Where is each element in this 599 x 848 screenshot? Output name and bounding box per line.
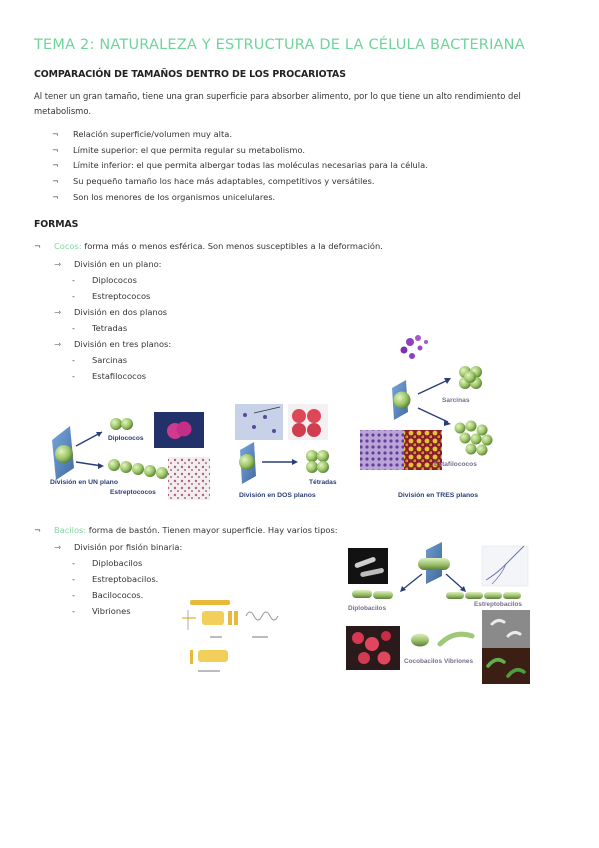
estafilococos-photo-1 [360, 430, 404, 470]
tres-planos-caption: División en TRES planos [398, 492, 478, 499]
cocos-division-figure: Diplococos Estreptococos División en UN … [50, 335, 493, 500]
estreptococos-photo [168, 457, 210, 500]
estafilococos-photo-2 [404, 430, 442, 470]
coccus-cell [393, 391, 411, 409]
list-item: ¬Su pequeño tamaño los hace más adaptabl… [52, 176, 375, 187]
cocos-group-2: ⇾División en dos planos [54, 307, 168, 317]
bacilos-term: Bacilos: [54, 525, 87, 535]
vibriones-photo-1 [482, 610, 530, 648]
panel-un-plano: Diplococos Estreptococos División en UN … [50, 412, 210, 500]
panel-dos-planos: Tétradas División en DOS planos [235, 404, 337, 499]
cocos-line: ¬Cocos: forma más o menos esférica. Son … [34, 241, 383, 251]
cocos-term: Cocos: [54, 241, 82, 251]
vibrio-cell [437, 631, 475, 647]
un-plano-caption: División en UN plano [50, 479, 118, 486]
size-bullet-list: ¬Relación superficie/volumen muy alta. ¬… [52, 127, 428, 206]
list-item: -Estafilococos [72, 371, 147, 381]
cocobacilos-label: Cocobacilos [404, 658, 442, 665]
list-item: -Estreptobacilos. [72, 574, 159, 584]
vibriones-label: Vibriones [444, 658, 473, 665]
sarcinas-label: Sarcinas [442, 397, 470, 404]
section-heading-formas: FORMAS [34, 219, 79, 230]
arrow-icon [401, 573, 423, 591]
page-title: TEMA 2: NATURALEZA Y ESTRUCTURA DE LA CÉ… [34, 37, 525, 53]
bacilos-group-1: ⇾División por fisión binaria: [54, 542, 183, 552]
estafilococos-label: Estafilococos [434, 461, 477, 468]
coccus-cell [55, 445, 73, 463]
panel-tres-planos: Sarcinas Estafilococos División en TRES … [360, 335, 493, 499]
sarcinas-photo [400, 335, 428, 359]
arrow-icon [75, 461, 103, 467]
diplobacilos-photo [348, 548, 388, 584]
list-item: -Estreptococos [72, 291, 151, 301]
estreptococos-label: Estreptococos [110, 489, 156, 496]
bacilos-line: ¬Bacilos: forma de bastón. Tienen mayor … [34, 525, 338, 535]
list-item: ¬Relación superficie/volumen muy alta. [52, 129, 232, 139]
tetradas-label: Tétradas [309, 479, 337, 486]
fission-sketch-figure [182, 600, 279, 672]
cocobacillus-cell [411, 633, 429, 647]
arrow-icon [417, 379, 449, 395]
list-item: -Diplococos [72, 275, 137, 285]
list-item: -Tetradas [72, 323, 128, 333]
cocos-group-3: ⇾División en tres planos: [54, 339, 172, 349]
coccus-cell [239, 454, 255, 470]
list-item: -Sarcinas [72, 355, 128, 365]
dos-planos-caption: División en DOS planos [239, 492, 316, 499]
diplococos-label: Diplococos [108, 435, 144, 442]
bacilos-figure: Diplobacilos Estreptobacilos Cocobacilos… [346, 542, 530, 684]
list-item: ¬Límite superior: el que permita regular… [52, 144, 306, 155]
list-item: ¬Límite inferior: el que permita alberga… [52, 160, 428, 171]
diplobacilos-label: Diplobacilos [348, 605, 386, 612]
tetradas-photo-1 [235, 404, 283, 440]
cocos-group-1: ⇾División en un plano: [54, 259, 162, 269]
estreptobacilos-label: Estreptobacilos [474, 601, 522, 608]
arrow-icon [417, 407, 449, 423]
list-item: ¬Son los menores de los organismos unice… [52, 191, 276, 202]
bacillus-cell [418, 558, 450, 570]
arrow-icon [445, 573, 465, 591]
list-item: -Diplobacilos [72, 558, 143, 568]
section-heading-tamanos: COMPARACIÓN DE TAMAÑOS DENTRO DE LOS PRO… [34, 69, 346, 80]
list-item: -Vibriones [72, 606, 131, 616]
list-item: -Bacilococos. [72, 590, 144, 600]
intro-paragraph: Al tener un gran tamaño, tiene una gran … [34, 91, 521, 116]
